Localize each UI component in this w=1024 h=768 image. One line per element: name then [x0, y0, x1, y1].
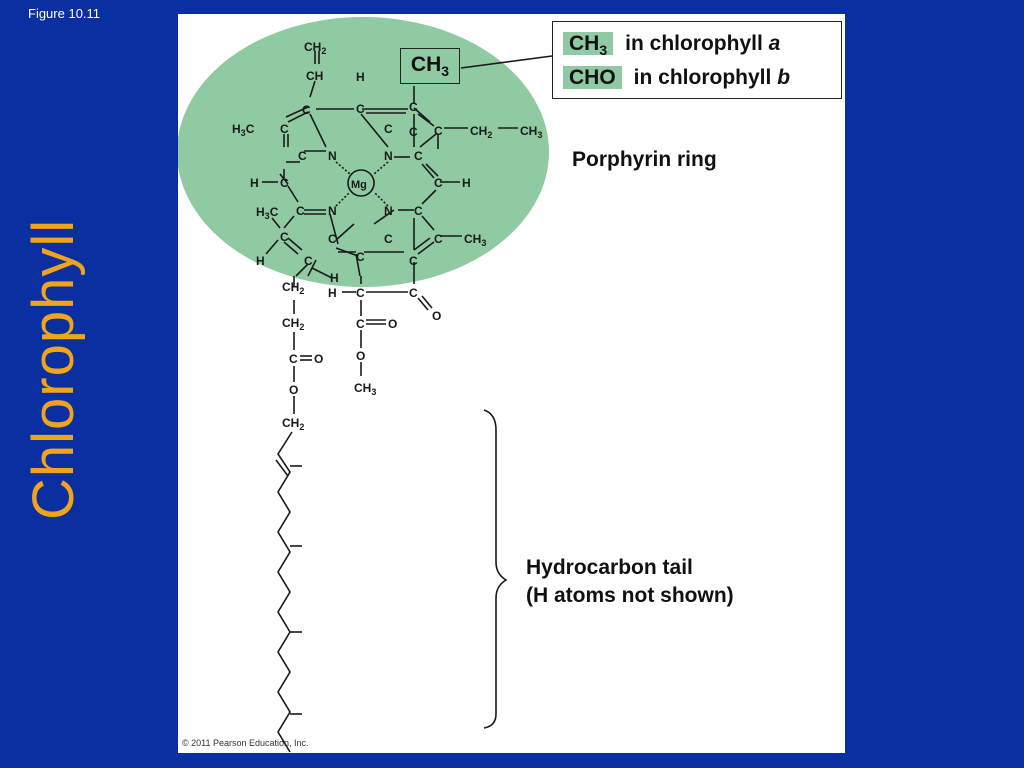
svg-text:N: N	[384, 204, 393, 218]
svg-text:H: H	[356, 70, 365, 84]
porphyrin-ring-label: Porphyrin ring	[572, 148, 717, 171]
ring-bonds	[262, 51, 553, 753]
svg-text:C: C	[409, 100, 418, 114]
tail-label-line1: Hydrocarbon tail	[526, 556, 693, 579]
svg-text:H3C: H3C	[256, 205, 279, 221]
svg-text:C: C	[280, 230, 289, 244]
svg-text:CH2: CH2	[282, 280, 304, 296]
svg-text:CH2: CH2	[282, 316, 304, 332]
svg-text:C: C	[296, 204, 305, 218]
copyright-notice: © 2011 Pearson Education, Inc.	[182, 738, 309, 748]
svg-text:C: C	[356, 286, 365, 300]
svg-text:CH3: CH3	[354, 381, 376, 397]
svg-text:O: O	[289, 383, 298, 397]
svg-text:H: H	[330, 271, 339, 285]
svg-text:C: C	[384, 122, 393, 136]
svg-text:C: C	[409, 125, 418, 139]
svg-text:CH3: CH3	[520, 124, 542, 140]
svg-text:C: C	[328, 232, 337, 246]
figure-label: Figure 10.11	[28, 6, 101, 21]
porphyrin-highlight	[178, 17, 549, 287]
svg-text:H: H	[462, 176, 471, 190]
svg-text:C: C	[409, 254, 418, 268]
svg-text:N: N	[384, 149, 393, 163]
svg-text:C: C	[414, 149, 423, 163]
svg-text:C: C	[434, 124, 443, 138]
svg-text:C: C	[289, 352, 298, 366]
legend-chip-b: CHO	[563, 66, 622, 89]
svg-text:C: C	[356, 102, 365, 116]
svg-text:C: C	[434, 232, 443, 246]
diagram-panel: CH2 CH H C C C H3C C C C C CH2 CH3 C N N…	[178, 14, 845, 753]
svg-text:CH2: CH2	[470, 124, 492, 140]
svg-text:C: C	[302, 103, 311, 117]
svg-text:C: C	[414, 204, 423, 218]
svg-text:O: O	[388, 317, 397, 331]
svg-text:N: N	[328, 149, 337, 163]
svg-text:Mg: Mg	[351, 179, 367, 191]
tail-label-line2: (H atoms not shown)	[526, 584, 734, 607]
svg-text:C: C	[280, 176, 289, 190]
svg-text:C: C	[434, 176, 443, 190]
svg-text:CH2: CH2	[282, 416, 304, 432]
svg-text:O: O	[314, 352, 323, 366]
svg-text:H: H	[328, 286, 337, 300]
svg-text:C: C	[298, 149, 307, 163]
ring-atom-labels: CH2 CH H C C C H3C C C C C CH2 CH3 C N N…	[232, 40, 542, 432]
svg-text:C: C	[280, 122, 289, 136]
hydrocarbon-tail-label: Hydrocarbon tail (H atoms not shown)	[526, 554, 734, 610]
svg-text:CH3: CH3	[464, 232, 486, 248]
legend-chip-a: CH3	[563, 32, 614, 58]
svg-text:C: C	[409, 286, 418, 300]
highlighted-methyl-group: CH3	[400, 48, 460, 84]
side-title: Chlorophyll	[21, 218, 86, 520]
svg-text:C: C	[356, 317, 365, 331]
svg-text:N: N	[328, 204, 337, 218]
svg-text:C: C	[304, 254, 313, 268]
svg-text:O: O	[356, 349, 365, 363]
svg-text:CH: CH	[306, 69, 323, 83]
svg-text:O: O	[432, 309, 441, 323]
svg-text:C: C	[356, 250, 365, 264]
svg-text:H: H	[256, 254, 265, 268]
svg-text:H: H	[250, 176, 259, 190]
svg-text:CH2: CH2	[304, 40, 326, 56]
chlorophyll-structure: CH2 CH H C C C H3C C C C C CH2 CH3 C N N…	[178, 17, 553, 753]
svg-text:H3C: H3C	[232, 122, 255, 138]
svg-text:C: C	[384, 232, 393, 246]
